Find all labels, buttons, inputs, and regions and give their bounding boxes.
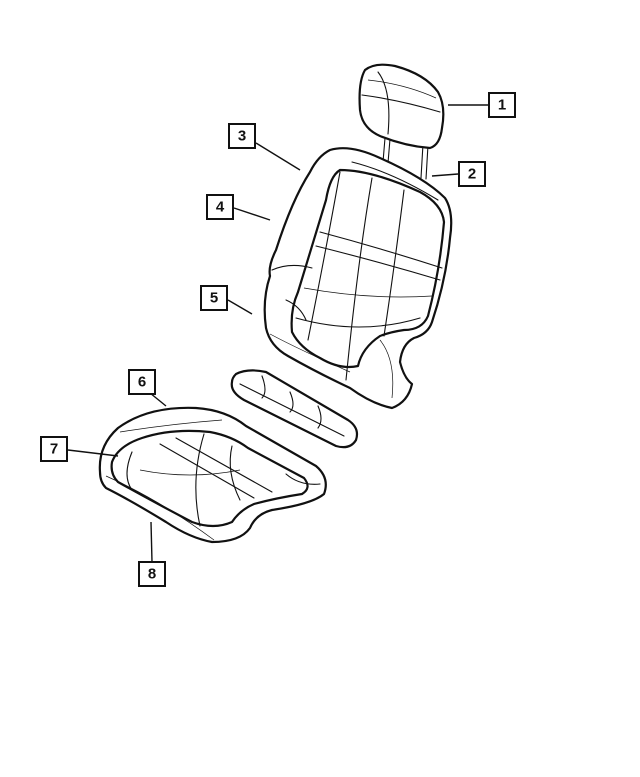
callout-label-5: 5 (210, 290, 218, 307)
callout-6: 6 (128, 369, 156, 395)
headrest-body (358, 63, 445, 150)
callout-8: 8 (138, 561, 166, 587)
seat-back (263, 147, 453, 410)
leader-6 (149, 392, 167, 407)
callout-1: 1 (488, 92, 516, 118)
seat-cushion-cover (110, 429, 309, 528)
leader-8 (150, 521, 153, 563)
callout-label-2: 2 (468, 166, 476, 183)
headrest-post-left-2 (387, 138, 391, 164)
callout-label-7: 7 (50, 441, 58, 458)
headrest-post-right-2 (425, 144, 429, 180)
callout-4: 4 (206, 194, 234, 220)
headrest-post-right (420, 143, 424, 179)
seat-cushion (98, 406, 327, 544)
callout-7: 7 (40, 436, 68, 462)
leader-7 (67, 449, 119, 457)
headrest (358, 63, 445, 180)
leader-lines (67, 104, 488, 563)
callout-label-6: 6 (138, 374, 146, 391)
callout-2: 2 (458, 161, 486, 187)
callout-label-8: 8 (148, 566, 156, 583)
leader-2 (431, 173, 459, 177)
callout-label-4: 4 (216, 199, 225, 216)
seat-back-bolster-body (230, 369, 359, 449)
callout-label-3: 3 (238, 128, 246, 145)
callout-5: 5 (200, 285, 228, 311)
callout-label-1: 1 (498, 97, 506, 114)
leader-3 (255, 142, 301, 171)
seat-back-bolster (230, 369, 359, 449)
leader-5 (227, 299, 253, 315)
seat-back-cover (290, 168, 446, 369)
headrest-post-left (382, 137, 386, 163)
callout-3: 3 (228, 123, 256, 149)
leader-4 (233, 207, 271, 221)
